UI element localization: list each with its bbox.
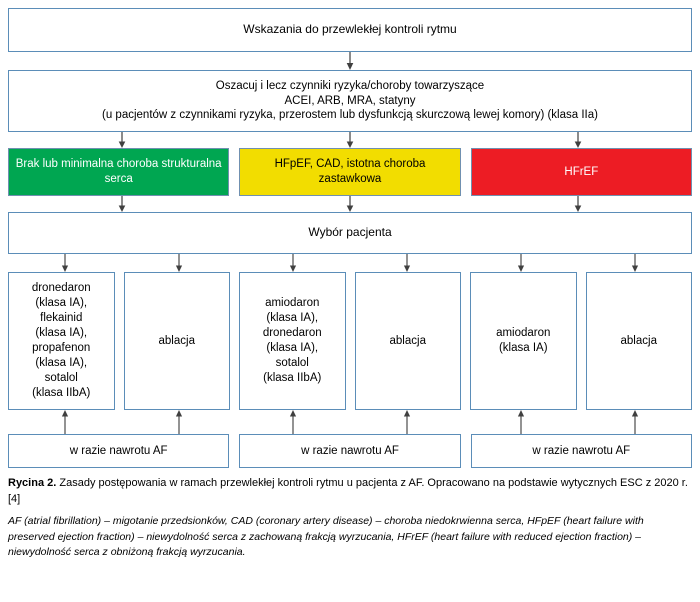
connector-slot	[8, 410, 122, 434]
patient-choice-label: Wybór pacjenta	[308, 225, 392, 240]
connector-choice-to-treatments	[8, 254, 692, 272]
arrow-down-icon	[118, 196, 127, 212]
treatment-drugs-3: amiodaron (klasa IA)	[470, 272, 577, 410]
arrow-down-icon	[289, 254, 298, 272]
arrow-down-icon	[631, 254, 640, 272]
header-box: Wskazania do przewlekłej kontroli rytmu	[8, 8, 692, 52]
arrow-down-icon	[346, 196, 355, 212]
treatment-label: ablacja	[620, 334, 657, 347]
connector-slot	[464, 410, 578, 434]
category-cell: HFrEF	[470, 148, 692, 196]
treatment-drugs-1: dronedaron (klasa IA), flekainid (klasa …	[8, 272, 115, 410]
connector-slot	[8, 52, 692, 70]
connector-slot	[464, 254, 578, 272]
category-band: Brak lub minimalna choroba strukturalna …	[8, 148, 692, 196]
treatment-ablation-1: ablacja	[123, 272, 230, 410]
treatment-label: dronedaron (klasa IA), flekainid (klasa …	[31, 282, 91, 399]
connector-categories-to-choice	[8, 196, 692, 212]
arrow-up-icon	[631, 410, 640, 434]
treatment-ablation-2: ablacja	[354, 272, 461, 410]
connector-risk-to-categories	[8, 132, 692, 148]
connector-header-to-risk	[8, 52, 692, 70]
arrow-down-icon	[574, 196, 583, 212]
arrow-up-icon	[403, 410, 412, 434]
category-hfref: HFrEF	[470, 148, 692, 196]
arrow-down-icon	[517, 254, 526, 272]
category-hfpef-cad-valvular: HFpEF, CAD, istotna choroba zastawkowa	[239, 148, 461, 196]
patient-choice-box: Wybór pacjenta	[8, 212, 692, 254]
caption-block: Rycina 2. Zasady postępowania w ramach p…	[0, 468, 700, 560]
relapse-label: w razie nawrotu AF	[532, 444, 631, 457]
connector-slot	[350, 410, 464, 434]
arrow-down-icon	[118, 132, 127, 148]
connector-slot	[578, 254, 692, 272]
arrow-up-icon	[517, 410, 526, 434]
figure-number: Rycina 2.	[8, 477, 57, 489]
arrow-down-icon	[346, 52, 355, 70]
category-cell: Brak lub minimalna choroba strukturalna …	[8, 148, 230, 196]
connector-slot	[8, 132, 236, 148]
connector-slot	[236, 410, 350, 434]
treatment-label: ablacja	[158, 334, 195, 347]
relapse-box-3: w razie nawrotu AF	[470, 434, 692, 468]
header-title: Wskazania do przewlekłej kontroli rytmu	[243, 22, 457, 37]
connector-slot	[122, 254, 236, 272]
arrow-down-icon	[61, 254, 70, 272]
connector-slot	[236, 254, 350, 272]
category-cell: HFpEF, CAD, istotna choroba zastawkowa	[239, 148, 461, 196]
treatment-label: amiodaron (klasa IA), dronedaron (klasa …	[262, 297, 322, 384]
arrow-down-icon	[175, 254, 184, 272]
treatment-drugs-2: amiodaron (klasa IA), dronedaron (klasa …	[239, 272, 346, 410]
connector-slot	[122, 410, 236, 434]
relapse-box-2: w razie nawrotu AF	[239, 434, 461, 468]
figure-caption-text: Zasady postępowania w ramach przewlekłej…	[8, 477, 688, 505]
relapse-box-1: w razie nawrotu AF	[8, 434, 230, 468]
abbreviations-text: AF (atrial fibrillation) – migotanie prz…	[8, 515, 644, 558]
flowchart-diagram: Wskazania do przewlekłej kontroli rytmu …	[8, 8, 692, 468]
risk-factors-text: Oszacuj i lecz czynniki ryzyka/choroby t…	[102, 79, 598, 122]
relapse-label: w razie nawrotu AF	[69, 444, 168, 457]
connector-slot	[578, 410, 692, 434]
arrow-up-icon	[61, 410, 70, 434]
relapse-label: w razie nawrotu AF	[301, 444, 399, 457]
arrow-up-icon	[175, 410, 184, 434]
category-label: HFrEF	[564, 165, 599, 178]
arrow-down-icon	[574, 132, 583, 148]
connector-slot	[236, 196, 464, 212]
category-label: Brak lub minimalna choroba strukturalna …	[15, 158, 222, 185]
arrow-up-icon	[289, 410, 298, 434]
risk-factors-box: Oszacuj i lecz czynniki ryzyka/choroby t…	[8, 70, 692, 132]
arrow-down-icon	[403, 254, 412, 272]
category-label: HFpEF, CAD, istotna choroba zastawkowa	[274, 158, 426, 185]
treatment-label: ablacja	[389, 334, 426, 347]
connector-slot	[236, 132, 464, 148]
arrow-down-icon	[346, 132, 355, 148]
connector-relapse-to-treatments	[8, 410, 692, 434]
treatment-label: amiodaron (klasa IA)	[496, 327, 551, 354]
connector-slot	[8, 254, 122, 272]
treatment-row: dronedaron (klasa IA), flekainid (klasa …	[8, 272, 692, 410]
connector-slot	[464, 132, 692, 148]
connector-slot	[464, 196, 692, 212]
category-no-structural-disease: Brak lub minimalna choroba strukturalna …	[8, 148, 230, 196]
treatment-ablation-3: ablacja	[585, 272, 692, 410]
relapse-row: w razie nawrotu AF w razie nawrotu AF w …	[8, 434, 692, 468]
figure-caption: Rycina 2. Zasady postępowania w ramach p…	[8, 476, 692, 507]
connector-slot	[350, 254, 464, 272]
connector-slot	[8, 196, 236, 212]
